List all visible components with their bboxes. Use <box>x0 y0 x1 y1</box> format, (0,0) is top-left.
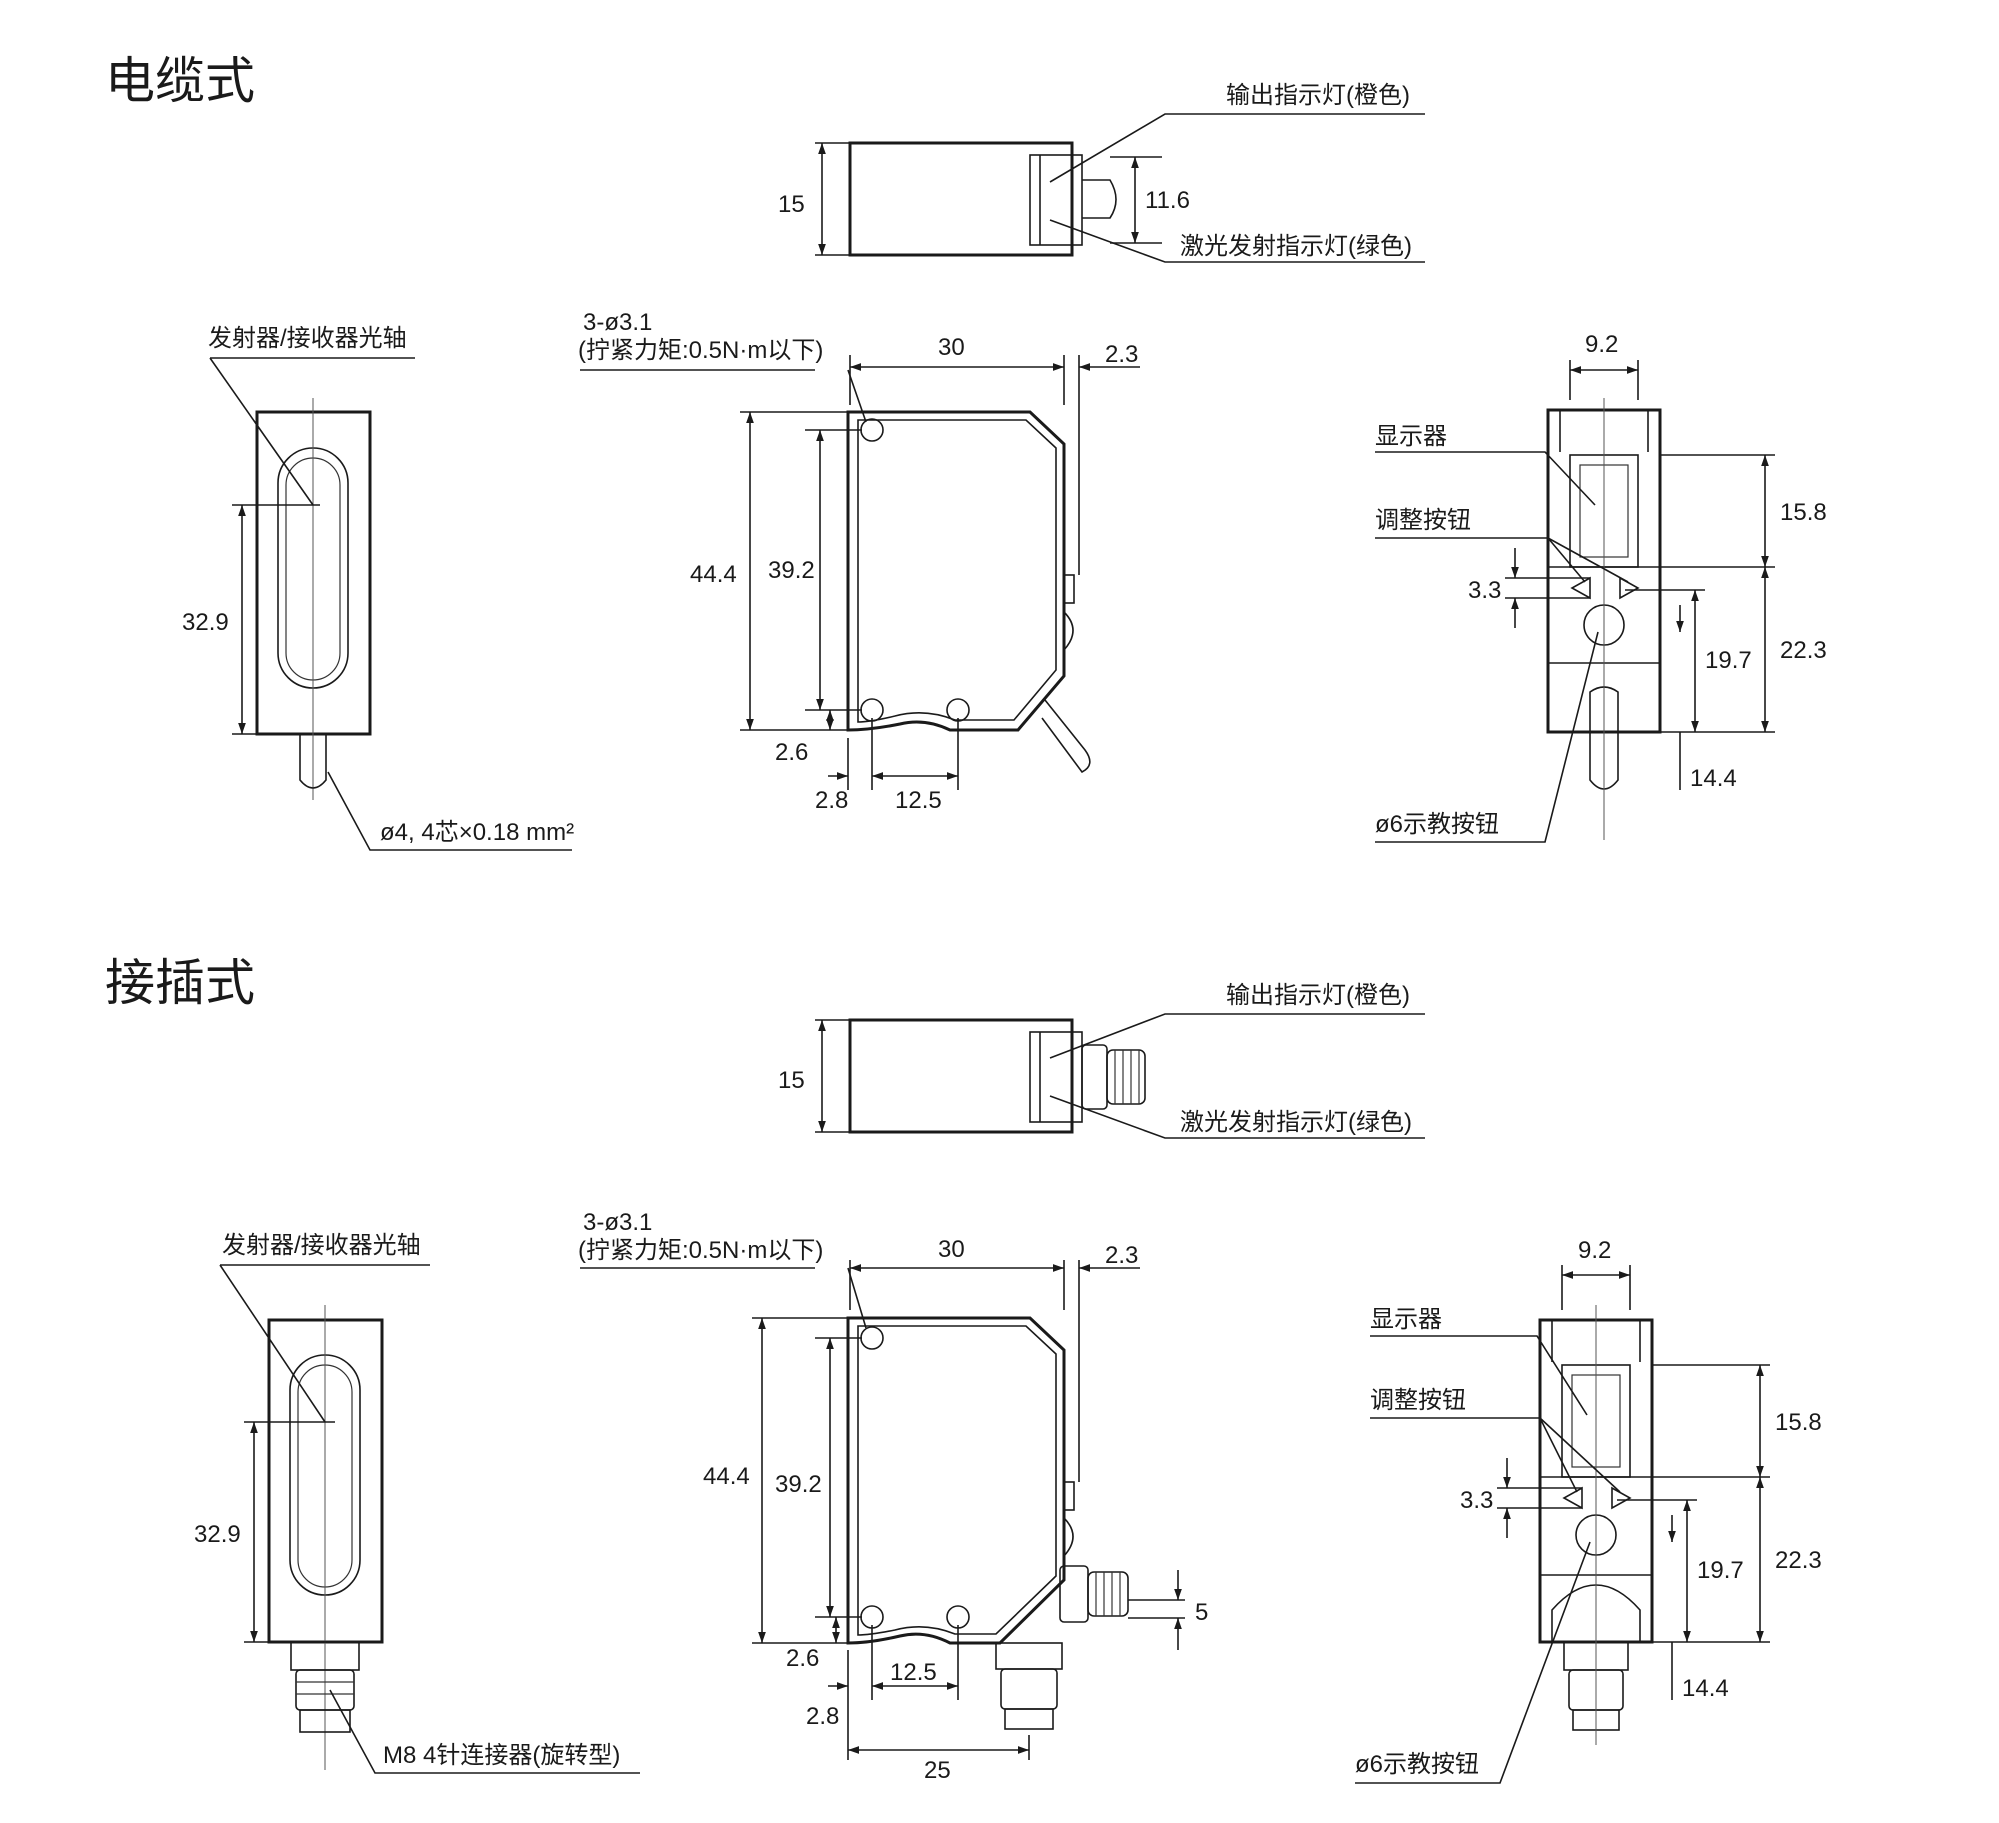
dim-cable-front-width: 30 <box>938 334 965 361</box>
label-connector-mount-holes: 3-ø3.1 <box>583 1209 652 1236</box>
cable-left-view: 32.9 发射器/接收器光轴 ø4, 4芯×0.18 mm² <box>182 325 574 851</box>
section-cable-type: 电缆式 15 11.6 输出指示灯(橙色) 激光发射指示灯(绿色) <box>105 53 1827 851</box>
dim-connector-position: 25 <box>924 1757 951 1784</box>
dim-cable-front-height: 44.4 <box>690 561 737 588</box>
label-cable-display: 显示器 <box>1375 423 1447 450</box>
cable-top-view: 15 11.6 输出指示灯(橙色) 激光发射指示灯(绿色) <box>778 82 1425 263</box>
label-connector-display: 显示器 <box>1370 1306 1442 1333</box>
dim-cable-right-width: 9.2 <box>1585 331 1618 358</box>
dim-connector-right-lower: 22.3 <box>1775 1547 1822 1574</box>
dim-cable-right-display: 15.8 <box>1780 499 1827 526</box>
dim-connector-offset: 5 <box>1195 1599 1208 1626</box>
connector-right-view: 9.2 15.8 22.3 19.7 14.4 3.3 显示器 调整按钮 <box>1355 1237 1822 1784</box>
dim-cable-top-window: 11.6 <box>1145 187 1190 214</box>
dim-connector-hole-spacing: 12.5 <box>890 1659 937 1686</box>
dim-connector-right-display: 15.8 <box>1775 1409 1822 1436</box>
connector-left-view: 32.9 发射器/接收器光轴 M8 4针连接器(旋转型) <box>194 1232 640 1774</box>
dim-cable-left-height: 32.9 <box>182 609 229 636</box>
dim-connector-front-edge: 2.3 <box>1105 1242 1138 1269</box>
connector-front-view: 30 2.3 44.4 39.2 2.6 2.8 12.5 25 <box>578 1209 1208 1784</box>
dim-connector-front-width: 30 <box>938 1236 965 1263</box>
cable-front-view: 30 2.3 44.4 39.2 2.6 2.8 12.5 3-ø3.1 (拧紧… <box>578 309 1140 814</box>
cable-right-view: 9.2 15.8 22.3 19.7 14.4 3.3 显示器 调整按钮 <box>1375 331 1827 843</box>
dim-connector-right-teach: 19.7 <box>1697 1557 1744 1584</box>
label-cable-mount-holes: 3-ø3.1 <box>583 309 652 336</box>
label-cable-optical-axis: 发射器/接收器光轴 <box>208 325 407 352</box>
label-connector-teach-button: ø6示教按钮 <box>1355 1751 1479 1778</box>
label-cable-connection: ø4, 4芯×0.18 mm² <box>380 819 574 846</box>
dim-connector-right-cable: 14.4 <box>1682 1675 1729 1702</box>
section-connector-type: 接插式 15 输出指示灯(橙色) 激光发射指示灯(绿色) <box>105 955 1822 1784</box>
label-connector-output-indicator: 输出指示灯(橙色) <box>1226 982 1410 1009</box>
dim-connector-front-height: 44.4 <box>703 1463 750 1490</box>
section-title-cable: 电缆式 <box>105 53 255 109</box>
dim-cable-top-height: 15 <box>778 191 805 218</box>
dim-cable-front-edge: 2.3 <box>1105 341 1138 368</box>
label-connector-torque: (拧紧力矩:0.5N·m以下) <box>578 1237 823 1264</box>
dim-cable-right-button: 3.3 <box>1468 577 1501 604</box>
dim-cable-hole-bottom: 2.6 <box>775 739 808 766</box>
dim-connector-hole-pitch: 39.2 <box>775 1471 822 1498</box>
section-title-connector: 接插式 <box>105 955 255 1011</box>
dim-connector-top-height: 15 <box>778 1067 805 1094</box>
label-connector-connection: M8 4针连接器(旋转型) <box>383 1742 620 1769</box>
connector-top-view: 15 输出指示灯(橙色) 激光发射指示灯(绿色) <box>778 982 1425 1139</box>
label-connector-optical-axis: 发射器/接收器光轴 <box>222 1232 421 1259</box>
label-cable-adjust-buttons: 调整按钮 <box>1375 507 1471 534</box>
dim-connector-hole-bottom: 2.6 <box>786 1645 819 1672</box>
label-connector-adjust-buttons: 调整按钮 <box>1370 1387 1466 1414</box>
dim-cable-hole-side: 2.8 <box>815 787 848 814</box>
dim-cable-hole-spacing: 12.5 <box>895 787 942 814</box>
label-connector-laser-indicator: 激光发射指示灯(绿色) <box>1180 1109 1412 1136</box>
label-cable-teach-button: ø6示教按钮 <box>1375 811 1499 838</box>
label-cable-output-indicator: 输出指示灯(橙色) <box>1226 82 1410 109</box>
dim-connector-left-height: 32.9 <box>194 1521 241 1548</box>
dim-connector-right-button: 3.3 <box>1460 1487 1493 1514</box>
label-cable-laser-indicator: 激光发射指示灯(绿色) <box>1180 233 1412 260</box>
dim-connector-hole-side: 2.8 <box>806 1703 839 1730</box>
dim-connector-right-width: 9.2 <box>1578 1237 1611 1264</box>
dim-cable-right-cable: 14.4 <box>1690 765 1737 792</box>
dim-cable-hole-pitch: 39.2 <box>768 557 815 584</box>
dim-cable-right-lower: 22.3 <box>1780 637 1827 664</box>
dim-cable-right-teach: 19.7 <box>1705 647 1752 674</box>
label-cable-torque: (拧紧力矩:0.5N·m以下) <box>578 337 823 364</box>
